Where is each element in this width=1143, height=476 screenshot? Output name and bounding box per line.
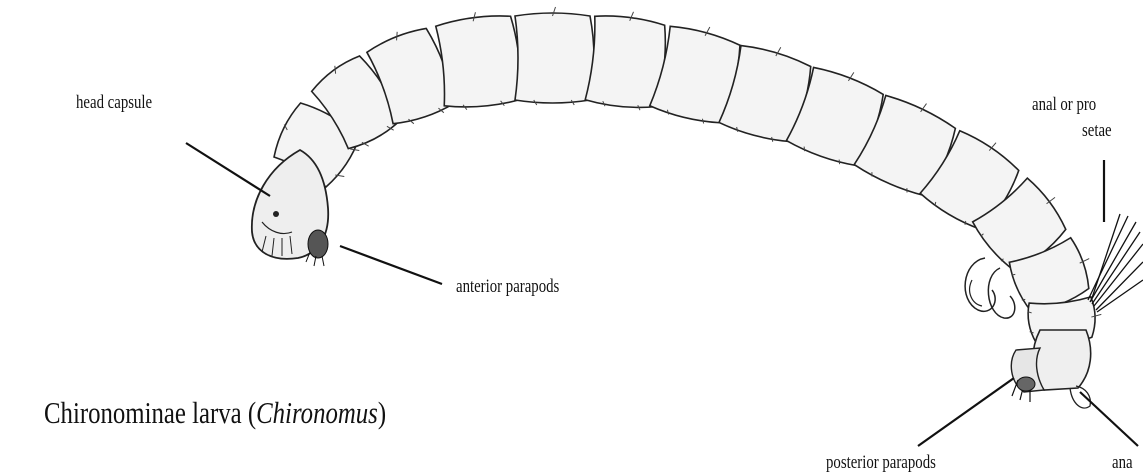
- leader-head-capsule: [186, 143, 270, 196]
- leader-posterior-parapods: [918, 378, 1014, 446]
- bristle: [397, 32, 398, 41]
- caption-genus: Chironomus: [256, 395, 378, 430]
- bristle: [839, 160, 840, 165]
- label-anal-setae-line1: anal or pro: [1032, 94, 1096, 116]
- label-anal-setae-line2: setae: [1082, 120, 1112, 142]
- head-capsule-drawing: [252, 150, 328, 266]
- bristle: [1022, 299, 1025, 300]
- leader-anal: [1080, 392, 1138, 446]
- larva-body-segments: [274, 13, 1095, 344]
- body-segment: [515, 13, 594, 103]
- body-segment: [585, 16, 665, 107]
- bristle: [804, 147, 805, 152]
- label-posterior-parapods: posterior parapods: [826, 452, 936, 474]
- leader-anterior-parapods: [340, 246, 442, 284]
- label-anal: ana: [1112, 452, 1133, 474]
- caption-suffix: ): [378, 395, 386, 430]
- label-head-capsule: head capsule: [76, 92, 152, 114]
- caption-prefix: Chironominae larva (: [44, 395, 256, 430]
- body-segment: [436, 16, 520, 107]
- figure-caption: Chironominae larva (Chironomus): [44, 395, 386, 431]
- label-anterior-parapods: anterior parapods: [456, 276, 559, 298]
- bristle: [1012, 274, 1015, 275]
